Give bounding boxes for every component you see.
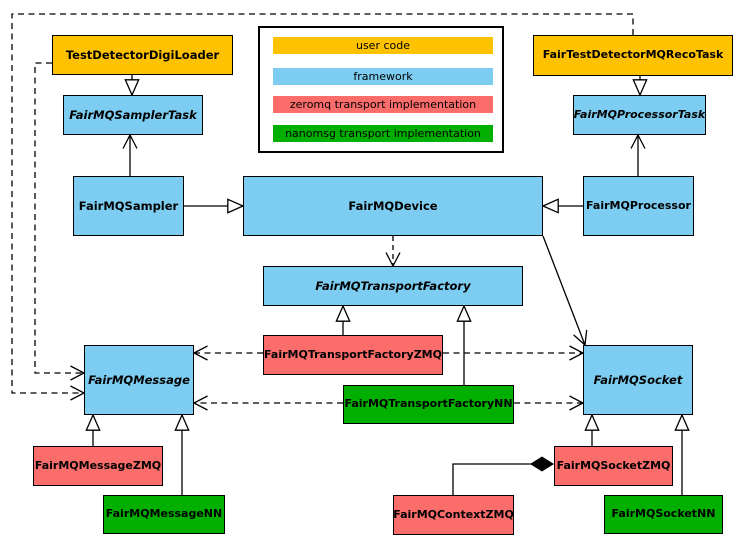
edge-digiloader-depends-message [34, 62, 86, 381]
node-fairmqtransportfactorynn: FairMQTransportFactoryNN [343, 385, 514, 424]
node-fairmqsocketnn: FairMQSocketNN [604, 495, 723, 534]
node-fairmqprocessortask: FairMQProcessorTask [573, 95, 706, 135]
node-fairmqcontextzmq: FairMQContextZMQ [393, 495, 514, 535]
node-fairmqmessage: FairMQMessage [84, 345, 194, 415]
node-fairmqmessagezmq: FairMQMessageZMQ [33, 446, 163, 486]
legend-item-framework: framework [273, 68, 493, 85]
composition-diamond-icon [530, 456, 554, 472]
node-fairmqsocketzmq: FairMQSocketZMQ [554, 446, 673, 486]
node-fairmqsampler: FairMQSampler [73, 176, 184, 236]
node-fairmqdevice: FairMQDevice [243, 176, 543, 236]
node-fairmqsamplertask: FairMQSamplerTask [63, 95, 203, 135]
legend-item-user-code: user code [273, 37, 493, 54]
node-fairmqmessagenn: FairMQMessageNN [103, 495, 225, 534]
node-testdetectordigiloader: TestDetectorDigiLoader [52, 35, 233, 75]
node-fairtestdetectormqrecotask: FairTestDetectorMQRecoTask [533, 35, 733, 76]
node-fairmqprocessor: FairMQProcessor [583, 176, 694, 236]
node-fairmqsocket: FairMQSocket [583, 345, 693, 415]
edge-contextzmq-composition-socketzmq [452, 463, 531, 495]
edge-recotask-depends-message [11, 13, 634, 401]
legend-item-zeromq: zeromq transport implementation [273, 96, 493, 113]
node-fairmqtransportfactoryzmq: FairMQTransportFactoryZMQ [263, 335, 443, 375]
edge-device-uses-socket [542, 235, 588, 347]
node-fairmqtransportfactory: FairMQTransportFactory [263, 266, 523, 306]
legend-item-nanomsg: nanomsg transport implementation [273, 125, 493, 142]
